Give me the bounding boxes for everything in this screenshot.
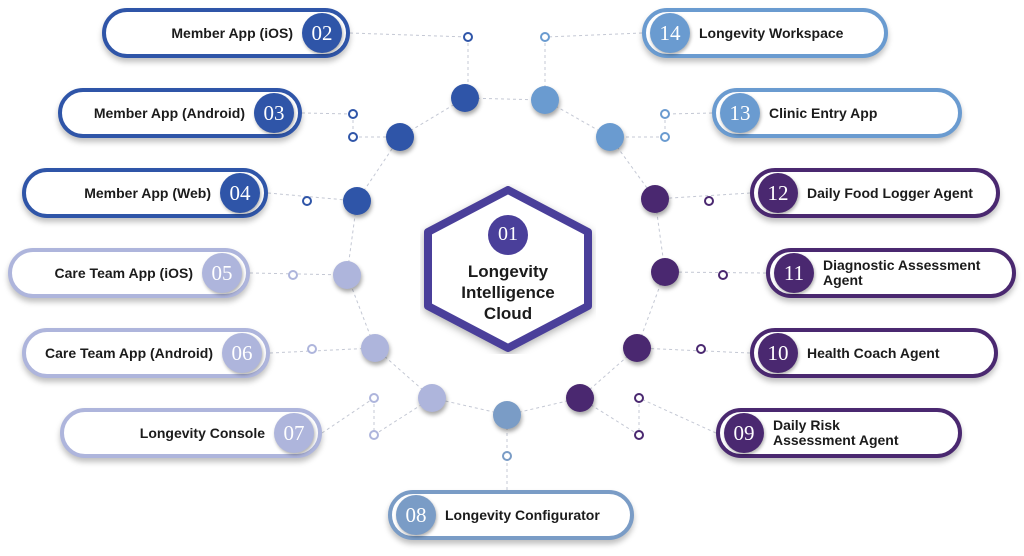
- node-number-badge: 09: [724, 413, 764, 453]
- node-dot-10[interactable]: [623, 334, 651, 362]
- node-label: Clinic Entry App: [769, 104, 878, 121]
- connector-line: [349, 32, 469, 38]
- node-label: Member App (Web): [84, 184, 211, 201]
- node-number-badge: 13: [720, 93, 760, 133]
- node-card-08[interactable]: 08 Longevity Configurator: [388, 490, 634, 540]
- node-card-06[interactable]: Care Team App (Android) 06: [22, 328, 270, 378]
- node-card-14[interactable]: 14 Longevity Workspace: [642, 8, 888, 58]
- connector-ring-icon: [369, 430, 379, 440]
- node-label: Longevity Workspace: [699, 24, 844, 41]
- node-dot-09[interactable]: [566, 384, 594, 412]
- node-number-badge: 03: [254, 93, 294, 133]
- node-card-07[interactable]: Longevity Console 07: [60, 408, 322, 458]
- node-number-badge: 06: [222, 333, 262, 373]
- node-dot-06[interactable]: [361, 334, 389, 362]
- node-dot-14[interactable]: [531, 86, 559, 114]
- node-card-09[interactable]: 09 Daily Risk Assessment Agent: [716, 408, 962, 458]
- connector-ring-icon: [704, 196, 714, 206]
- connector-line: [269, 347, 376, 354]
- connector-line: [321, 397, 375, 434]
- node-number-badge: 08: [396, 495, 436, 535]
- connector-ring-icon: [634, 430, 644, 440]
- node-label: Daily Food Logger Agent: [807, 184, 973, 201]
- connector-line: [249, 272, 348, 276]
- node-dot-05[interactable]: [333, 261, 361, 289]
- connector-ring-icon: [502, 451, 512, 461]
- node-card-05[interactable]: Care Team App (iOS) 05: [8, 248, 250, 298]
- node-number-badge: 05: [202, 253, 242, 293]
- connector-line: [638, 397, 717, 434]
- connector-line: [636, 347, 751, 354]
- node-label: Longevity Configurator: [445, 506, 600, 523]
- node-label: Health Coach Agent: [807, 344, 940, 361]
- connector-line: [654, 192, 751, 200]
- node-card-04[interactable]: Member App (Web) 04: [22, 168, 268, 218]
- node-number-badge: 11: [774, 253, 814, 293]
- connector-ring-icon: [369, 393, 379, 403]
- connector-ring-icon: [288, 270, 298, 280]
- connector-line: [267, 192, 358, 202]
- node-card-13[interactable]: 13 Clinic Entry App: [712, 88, 962, 138]
- node-dot-07[interactable]: [418, 384, 446, 412]
- connector-line: [664, 112, 713, 115]
- node-number-badge: 02: [302, 13, 342, 53]
- node-card-03[interactable]: Member App (Android) 03: [58, 88, 302, 138]
- connector-ring-icon: [660, 132, 670, 142]
- connector-ring-icon: [348, 109, 358, 119]
- node-label: Care Team App (Android): [44, 344, 213, 361]
- node-number-badge: 07: [274, 413, 314, 453]
- node-card-12[interactable]: 12 Daily Food Logger Agent: [750, 168, 1000, 218]
- node-dot-12[interactable]: [641, 185, 669, 213]
- node-label: Member App (Android): [93, 104, 245, 121]
- node-dot-04[interactable]: [343, 187, 371, 215]
- connector-line: [544, 32, 643, 38]
- node-number-badge: 04: [220, 173, 260, 213]
- connector-ring-icon: [718, 270, 728, 280]
- hub[interactable]: 01 Longevity Intelligence Cloud: [420, 184, 596, 354]
- node-label: Daily Risk Assessment Agent: [773, 417, 899, 448]
- connector-ring-icon: [634, 393, 644, 403]
- connector-ring-icon: [302, 196, 312, 206]
- connector-ring-icon: [696, 344, 706, 354]
- hub-title: Longevity Intelligence Cloud: [461, 261, 555, 323]
- node-dot-03[interactable]: [386, 123, 414, 151]
- node-number-badge: 14: [650, 13, 690, 53]
- node-label: Longevity Console: [139, 424, 265, 441]
- node-label: Diagnostic Assessment Agent: [823, 257, 981, 288]
- connector-line: [301, 112, 354, 115]
- node-label: Care Team App (iOS): [54, 264, 193, 281]
- node-card-10[interactable]: 10 Health Coach Agent: [750, 328, 998, 378]
- connector-ring-icon: [660, 109, 670, 119]
- node-number-badge: 10: [758, 333, 798, 373]
- node-dot-11[interactable]: [651, 258, 679, 286]
- connector-ring-icon: [307, 344, 317, 354]
- hub-number-badge: 01: [488, 214, 528, 255]
- connector-ring-icon: [463, 32, 473, 42]
- hub-hexagon: [424, 186, 592, 352]
- connector-line: [664, 271, 767, 274]
- node-card-11[interactable]: 11 Diagnostic Assessment Agent: [766, 248, 1016, 298]
- connector-ring-icon: [348, 132, 358, 142]
- node-card-02[interactable]: Member App (iOS) 02: [102, 8, 350, 58]
- node-label: Member App (iOS): [171, 24, 293, 41]
- node-dot-02[interactable]: [451, 84, 479, 112]
- node-dot-13[interactable]: [596, 123, 624, 151]
- node-dot-08[interactable]: [493, 401, 521, 429]
- connector-ring-icon: [540, 32, 550, 42]
- node-number-badge: 12: [758, 173, 798, 213]
